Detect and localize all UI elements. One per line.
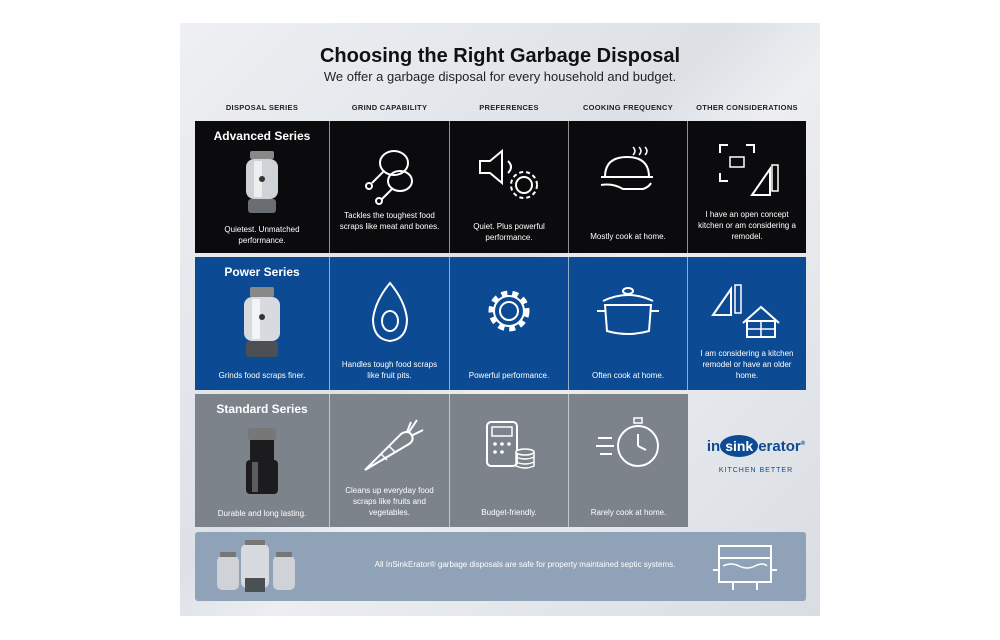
series-caption-standard: Durable and long lasting.: [217, 509, 307, 518]
page-title: Choosing the Right Garbage Disposal: [319, 45, 681, 67]
cooking-pot-icon: [597, 287, 659, 335]
cooking-power-text: Often cook at home.: [591, 371, 665, 380]
standard-cooking-cell: Rarely cook at home.: [569, 394, 688, 527]
preference-power-text: Powerful performance.: [468, 371, 550, 380]
page-subtitle: We offer a garbage disposal for every ho…: [323, 69, 677, 84]
power-other-cell: I am considering a kitchen remodel or ha…: [688, 257, 806, 390]
header-disposal-series: DISPOSAL SERIES: [225, 103, 299, 112]
blueprint-ruler-icon: [719, 144, 779, 196]
power-series-cell: Power Series Grinds food scraps finer.: [195, 257, 330, 390]
logo-text-erator: erator: [758, 438, 801, 455]
power-grind-cell: Handles tough food scraps like fruit pit…: [330, 257, 450, 390]
standard-grind-cell: Cleans up everyday food scraps like frui…: [330, 394, 450, 527]
advanced-cooking-cell: Mostly cook at home.: [569, 121, 688, 253]
standard-series-cell: Standard Series Durable and long lasting…: [195, 394, 330, 527]
infographic-panel: Choosing the Right Garbage Disposal We o…: [180, 23, 820, 616]
series-caption-power: Grinds food scraps finer.: [218, 371, 306, 380]
grind-standard-text: Cleans up everyday food scraps like frui…: [345, 486, 434, 517]
advanced-grind-cell: Tackles the toughest food scraps like me…: [330, 121, 450, 253]
avocado-icon: [371, 281, 408, 343]
logo-text-in: in: [706, 438, 721, 455]
series-name-standard: Standard Series: [216, 402, 308, 416]
advanced-other-cell: I have an open concept kitchen or am con…: [688, 121, 806, 253]
septic-safe-text: All InSinkErator® garbage disposals are …: [374, 560, 676, 569]
disposal-icon: [246, 151, 278, 213]
grind-advanced-text: Tackles the toughest food scraps like me…: [339, 211, 440, 231]
disposal-icon: [246, 428, 278, 494]
other-advanced-text: I have an open concept kitchen or am con…: [698, 210, 796, 241]
drumstick-icon: [364, 150, 413, 205]
disposal-lineup-icon: [217, 540, 295, 592]
header-preferences: PREFERENCES: [479, 103, 539, 112]
logo-text-sink: sink: [720, 435, 759, 457]
cooking-standard-text: Rarely cook at home.: [590, 508, 667, 517]
septic-safe-banner: All InSinkErator® garbage disposals are …: [195, 532, 806, 601]
preference-advanced-text: Quiet. Plus powerful performance.: [473, 222, 545, 242]
stopwatch-icon: [595, 417, 659, 467]
carrot-icon: [363, 419, 423, 471]
calculator-coins-icon: [486, 421, 535, 469]
header-other-considerations: OTHER CONSIDERATIONS: [696, 103, 798, 112]
grind-power-text: Handles tough food scraps like fruit pit…: [341, 360, 438, 380]
advanced-preference-cell: Quiet. Plus powerful performance.: [450, 121, 569, 253]
series-name-power: Power Series: [224, 265, 300, 279]
other-power-text: I am considering a kitchen remodel or ha…: [700, 349, 794, 380]
serving-cloche-icon: [600, 146, 653, 190]
logo-registered-mark: ®: [800, 441, 806, 447]
standard-preference-cell: Budget-friendly.: [450, 394, 569, 527]
septic-tank-icon: [713, 545, 777, 590]
series-caption-advanced: Quietest. Unmatched performance.: [224, 225, 300, 245]
series-name-advanced: Advanced Series: [213, 129, 311, 143]
header-cooking-frequency: COOKING FREQUENCY: [582, 103, 674, 112]
preference-standard-text: Budget-friendly.: [481, 508, 537, 517]
header-grind-capability: GRIND CAPABILITY: [351, 103, 428, 112]
advanced-series-cell: Advanced Series Quietest. Unmatched perf…: [195, 121, 330, 253]
power-preference-cell: Powerful performance.: [450, 257, 569, 390]
speaker-gear-icon: [479, 148, 538, 199]
logo-tagline: KITCHEN BETTER: [718, 467, 794, 474]
gear-icon: [488, 290, 530, 332]
cooking-advanced-text: Mostly cook at home.: [590, 232, 666, 241]
house-ruler-icon: [711, 284, 780, 338]
disposal-icon: [244, 287, 280, 357]
power-cooking-cell: Often cook at home.: [569, 257, 688, 390]
